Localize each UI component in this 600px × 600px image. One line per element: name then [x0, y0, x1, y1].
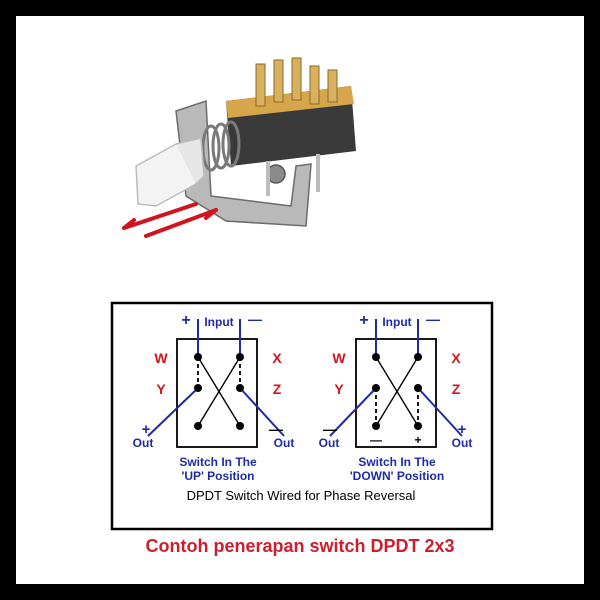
switch-up-body [176, 338, 258, 448]
image-frame: + Input — W X Y Z + Out — Out Switch In … [16, 16, 584, 584]
up-label-z: Z [273, 381, 282, 397]
down-label-y: Y [334, 381, 344, 397]
down-label-z: Z [452, 381, 461, 397]
image-caption: Contoh penerapan switch DPDT 2x3 [145, 536, 455, 556]
diagram-border [110, 301, 494, 531]
switch-down-body [355, 338, 437, 448]
up-caption-line1: Switch In The [179, 455, 257, 469]
up-label-w: W [154, 350, 168, 366]
up-out-right-sign: — [269, 421, 283, 437]
double-arrow-icon [122, 202, 218, 238]
diagram-title: DPDT Switch Wired for Phase Reversal [187, 488, 416, 503]
down-out-left-sign: — [323, 421, 337, 437]
down-out-right: Out [452, 436, 473, 450]
up-input-label: Input [204, 315, 233, 329]
up-input-minus: — [248, 311, 262, 327]
switch-down-diagram: + Input — W X Y Z — + — Out + Out Switch… [319, 311, 473, 483]
down-caption-line2: 'DOWN' Position [350, 469, 444, 483]
down-label-w: W [332, 350, 346, 366]
down-caption-line1: Switch In The [358, 455, 436, 469]
up-input-plus: + [181, 312, 190, 329]
wiring-diagram: + Input — W X Y Z + Out — Out Switch In … [110, 301, 494, 531]
down-out-right-sign: + [458, 421, 467, 438]
down-inner-minus: — [370, 433, 382, 447]
down-input-plus: + [359, 312, 368, 329]
up-label-y: Y [156, 381, 166, 397]
up-out-left: Out [133, 436, 154, 450]
up-out-left-sign: + [142, 421, 151, 438]
up-label-x: X [272, 350, 282, 366]
up-caption-line2: 'UP' Position [181, 469, 254, 483]
up-out-right: Out [274, 436, 295, 450]
down-inner-plus: + [414, 433, 421, 447]
down-out-left: Out [319, 436, 340, 450]
down-label-x: X [451, 350, 461, 366]
down-input-minus: — [426, 311, 440, 327]
down-input-label: Input [382, 315, 411, 329]
push-switch-photo [135, 57, 356, 227]
switch-up-diagram: + Input — W X Y Z + Out — Out Switch In … [133, 311, 295, 483]
